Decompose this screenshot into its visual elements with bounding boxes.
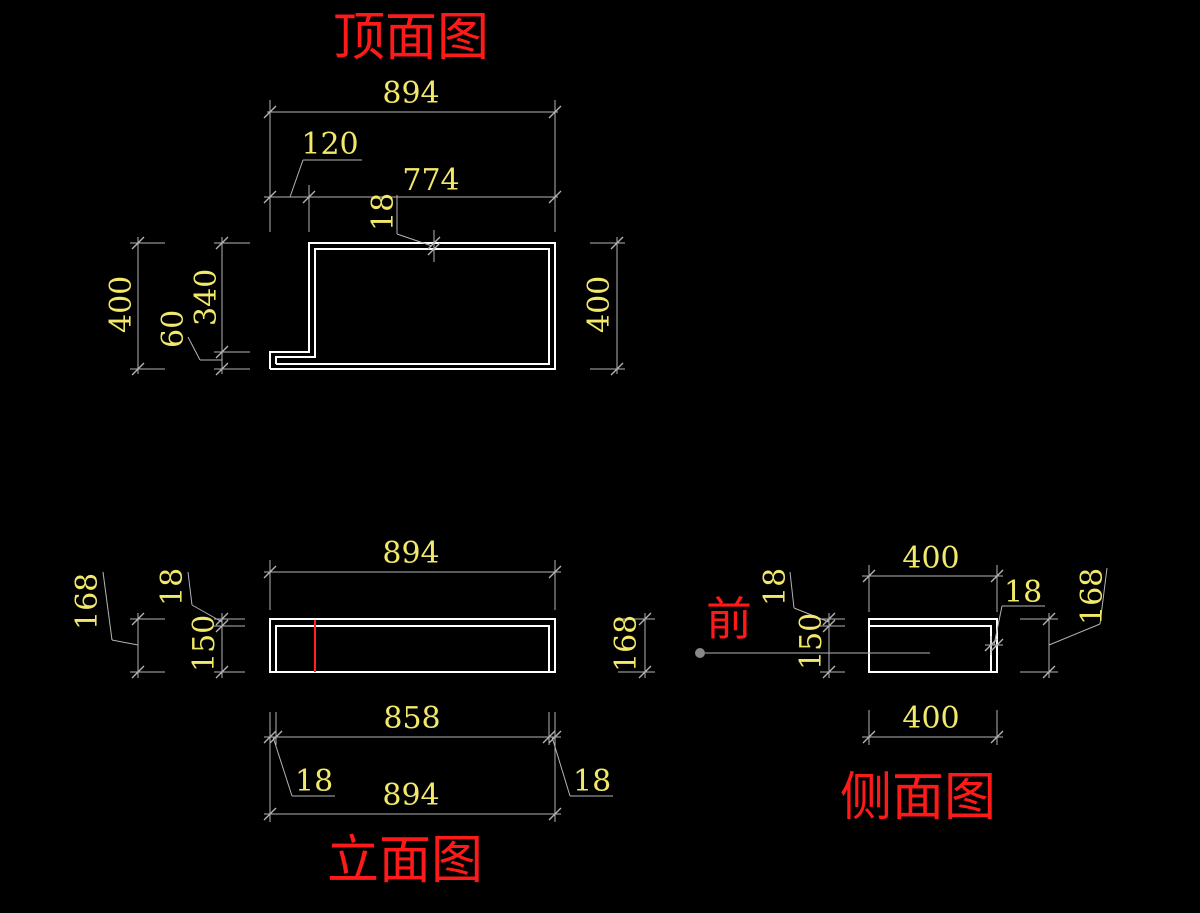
elevation-outline (269, 618, 556, 673)
side-dim-panel-and-inner-height (789, 571, 845, 679)
top-dim-notch-label: 60 (156, 310, 191, 348)
top-dim-panel-label: 18 (366, 193, 401, 231)
elev-dim-width-bottom-label: 894 (382, 778, 439, 813)
side-dim-depth-top-label: 400 (902, 541, 959, 576)
elev-dim-width-bottom (263, 807, 562, 821)
elev-dim-panel-sides (272, 736, 613, 797)
elev-dim-width-inner-label: 858 (383, 701, 440, 736)
elev-dim-width-top (263, 560, 562, 610)
elevation-view: 894 168 18 150 (70, 536, 655, 822)
side-dim-height-label: 168 (1075, 568, 1110, 625)
side-view-title: 侧面图 (840, 768, 996, 828)
top-dim-depth-left (130, 236, 165, 376)
side-dim-height (1020, 567, 1108, 679)
top-dim-inner-depth-and-notch (187, 236, 250, 376)
elev-dim-panel-and-inner-height (187, 571, 245, 679)
side-dim-panel-top-label: 18 (758, 568, 793, 606)
top-view-title: 顶面图 (333, 8, 489, 68)
elevation-title: 立面图 (327, 831, 483, 891)
top-dim-offset-label: 120 (301, 127, 358, 162)
side-dim-inner-height-label: 150 (794, 613, 829, 670)
side-dim-panel-back-label: 18 (1004, 575, 1042, 610)
side-dim-panel-back (984, 605, 1045, 655)
elev-dim-height-left-label: 168 (70, 573, 105, 630)
side-view-inner-outline (869, 625, 992, 672)
elev-dim-panel-right-label: 18 (573, 764, 611, 799)
top-dim-depth-left-label: 400 (104, 276, 139, 333)
side-dim-depth-bottom-label: 400 (902, 701, 959, 736)
top-view-inner-outline (275, 248, 550, 365)
top-dim-panel (396, 195, 441, 262)
top-dim-inner-depth-label: 340 (189, 269, 224, 326)
elevation-outer-outline (269, 618, 556, 673)
elev-dim-panel-left-label: 18 (295, 764, 333, 799)
top-dim-offset-and-inner (263, 159, 562, 232)
elev-dim-height-left (102, 571, 165, 679)
top-view-outline (269, 242, 556, 370)
elev-dim-width-top-label: 894 (382, 536, 439, 571)
elev-dim-width-inner (263, 712, 562, 822)
top-dim-width-total (263, 100, 562, 232)
side-dim-depth-top (862, 565, 1004, 612)
elev-dim-inner-height-label: 150 (187, 615, 222, 672)
front-grip-dot (695, 648, 705, 658)
front-marker-label: 前 (706, 592, 752, 646)
top-dim-width-total-label: 894 (382, 76, 439, 111)
top-view: 894 120 774 18 40 (104, 76, 625, 376)
top-dim-inner-width-label: 774 (402, 163, 459, 198)
elev-dim-panel-top-label: 18 (155, 568, 190, 606)
elev-dim-height-right (618, 612, 655, 679)
elevation-inner-outline (275, 625, 550, 672)
side-view: 18 150 400 18 (695, 541, 1110, 745)
side-dim-depth-bottom (862, 710, 1004, 745)
top-view-outer-outline (269, 242, 556, 370)
top-dim-depth-right-label: 400 (582, 276, 617, 333)
elev-dim-height-right-label: 168 (609, 615, 644, 672)
top-dim-depth-right (590, 236, 625, 376)
